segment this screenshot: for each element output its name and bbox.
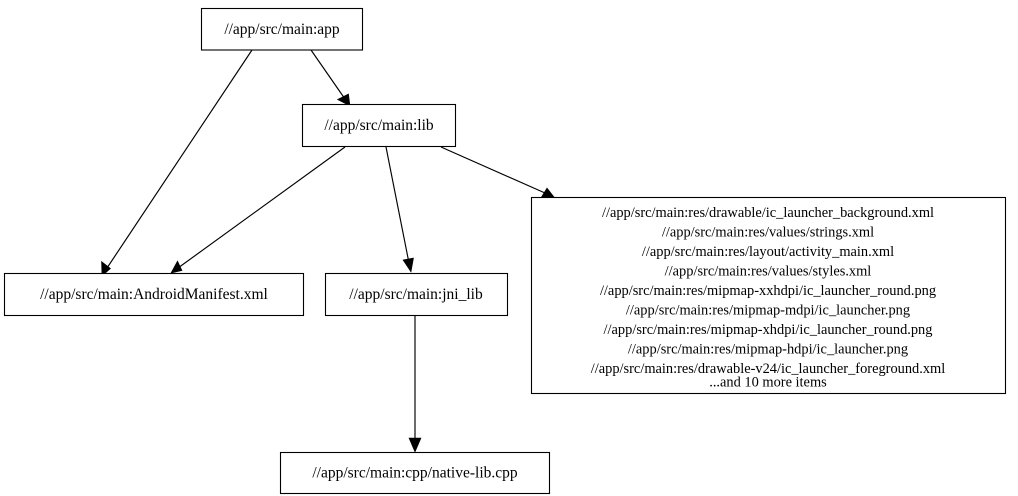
arrowhead-icon [402, 257, 414, 273]
edge-lib-to-jni-lib [385, 146, 414, 273]
arrowhead-icon [170, 260, 183, 274]
node-label-line: //app/src/main:res/mipmap-xxhdpi/ic_laun… [600, 283, 936, 299]
edge-line [106, 49, 253, 269]
node-label: //app/src/main:cpp/native-lib.cpp [312, 465, 518, 482]
arrowhead-icon [101, 260, 111, 277]
arrowhead-icon [408, 437, 422, 453]
node-label: //app/src/main:jni_lib [349, 286, 483, 303]
node-label-line: //app/src/main:res/drawable/ic_launcher_… [602, 205, 934, 221]
node-box[interactable] [530, 196, 1007, 395]
node-label-line: //app/src/main:res/mipmap-mdpi/ic_launch… [626, 303, 910, 319]
node-box[interactable] [324, 272, 509, 317]
edge-lib-to-res [440, 146, 555, 199]
edge-lib-to-manifest [170, 146, 346, 274]
edge-line [177, 146, 346, 269]
node-label-line: //app/src/main:res/drawable-v24/ic_launc… [591, 361, 945, 377]
arrowhead-icon [336, 93, 351, 107]
node-box[interactable] [279, 451, 551, 495]
node-label-line: //app/src/main:res/layout/activity_main.… [642, 244, 894, 260]
node-android-manifest[interactable]: //app/src/main:AndroidManifest.xml [3, 272, 305, 317]
node-label-line: //app/src/main:res/mipmap-xhdpi/ic_launc… [604, 322, 933, 338]
node-box[interactable] [3, 272, 305, 317]
edge-line [440, 146, 546, 194]
node-box[interactable] [200, 7, 364, 51]
node-label: //app/src/main:AndroidManifest.xml [40, 286, 268, 303]
node-lib[interactable]: //app/src/main:lib [301, 103, 457, 148]
arrowhead-icon [539, 187, 555, 199]
edge-line [385, 146, 410, 264]
node-app[interactable]: //app/src/main:app [200, 7, 364, 51]
edge-jni-lib-to-native-lib [408, 316, 422, 453]
node-label: //app/src/main:app [224, 21, 340, 38]
edge-app-to-lib [310, 49, 351, 107]
edge-app-to-manifest [101, 49, 253, 277]
node-label-line: //app/src/main:res/values/styles.xml [665, 264, 872, 280]
node-jni-lib[interactable]: //app/src/main:jni_lib [324, 272, 509, 317]
node-res-files[interactable]: //app/src/main:res/drawable/ic_launcher_… [530, 196, 1007, 395]
node-native-lib-cpp[interactable]: //app/src/main:cpp/native-lib.cpp [279, 451, 551, 495]
node-label-line: //app/src/main:res/mipmap-hdpi/ic_launch… [628, 342, 908, 358]
node-label-line: ...and 10 more items [709, 375, 827, 391]
node-label: //app/src/main:lib [324, 117, 434, 134]
edge-line [310, 49, 346, 100]
node-box[interactable] [301, 103, 457, 148]
node-label-line: //app/src/main:res/values/strings.xml [662, 225, 874, 241]
